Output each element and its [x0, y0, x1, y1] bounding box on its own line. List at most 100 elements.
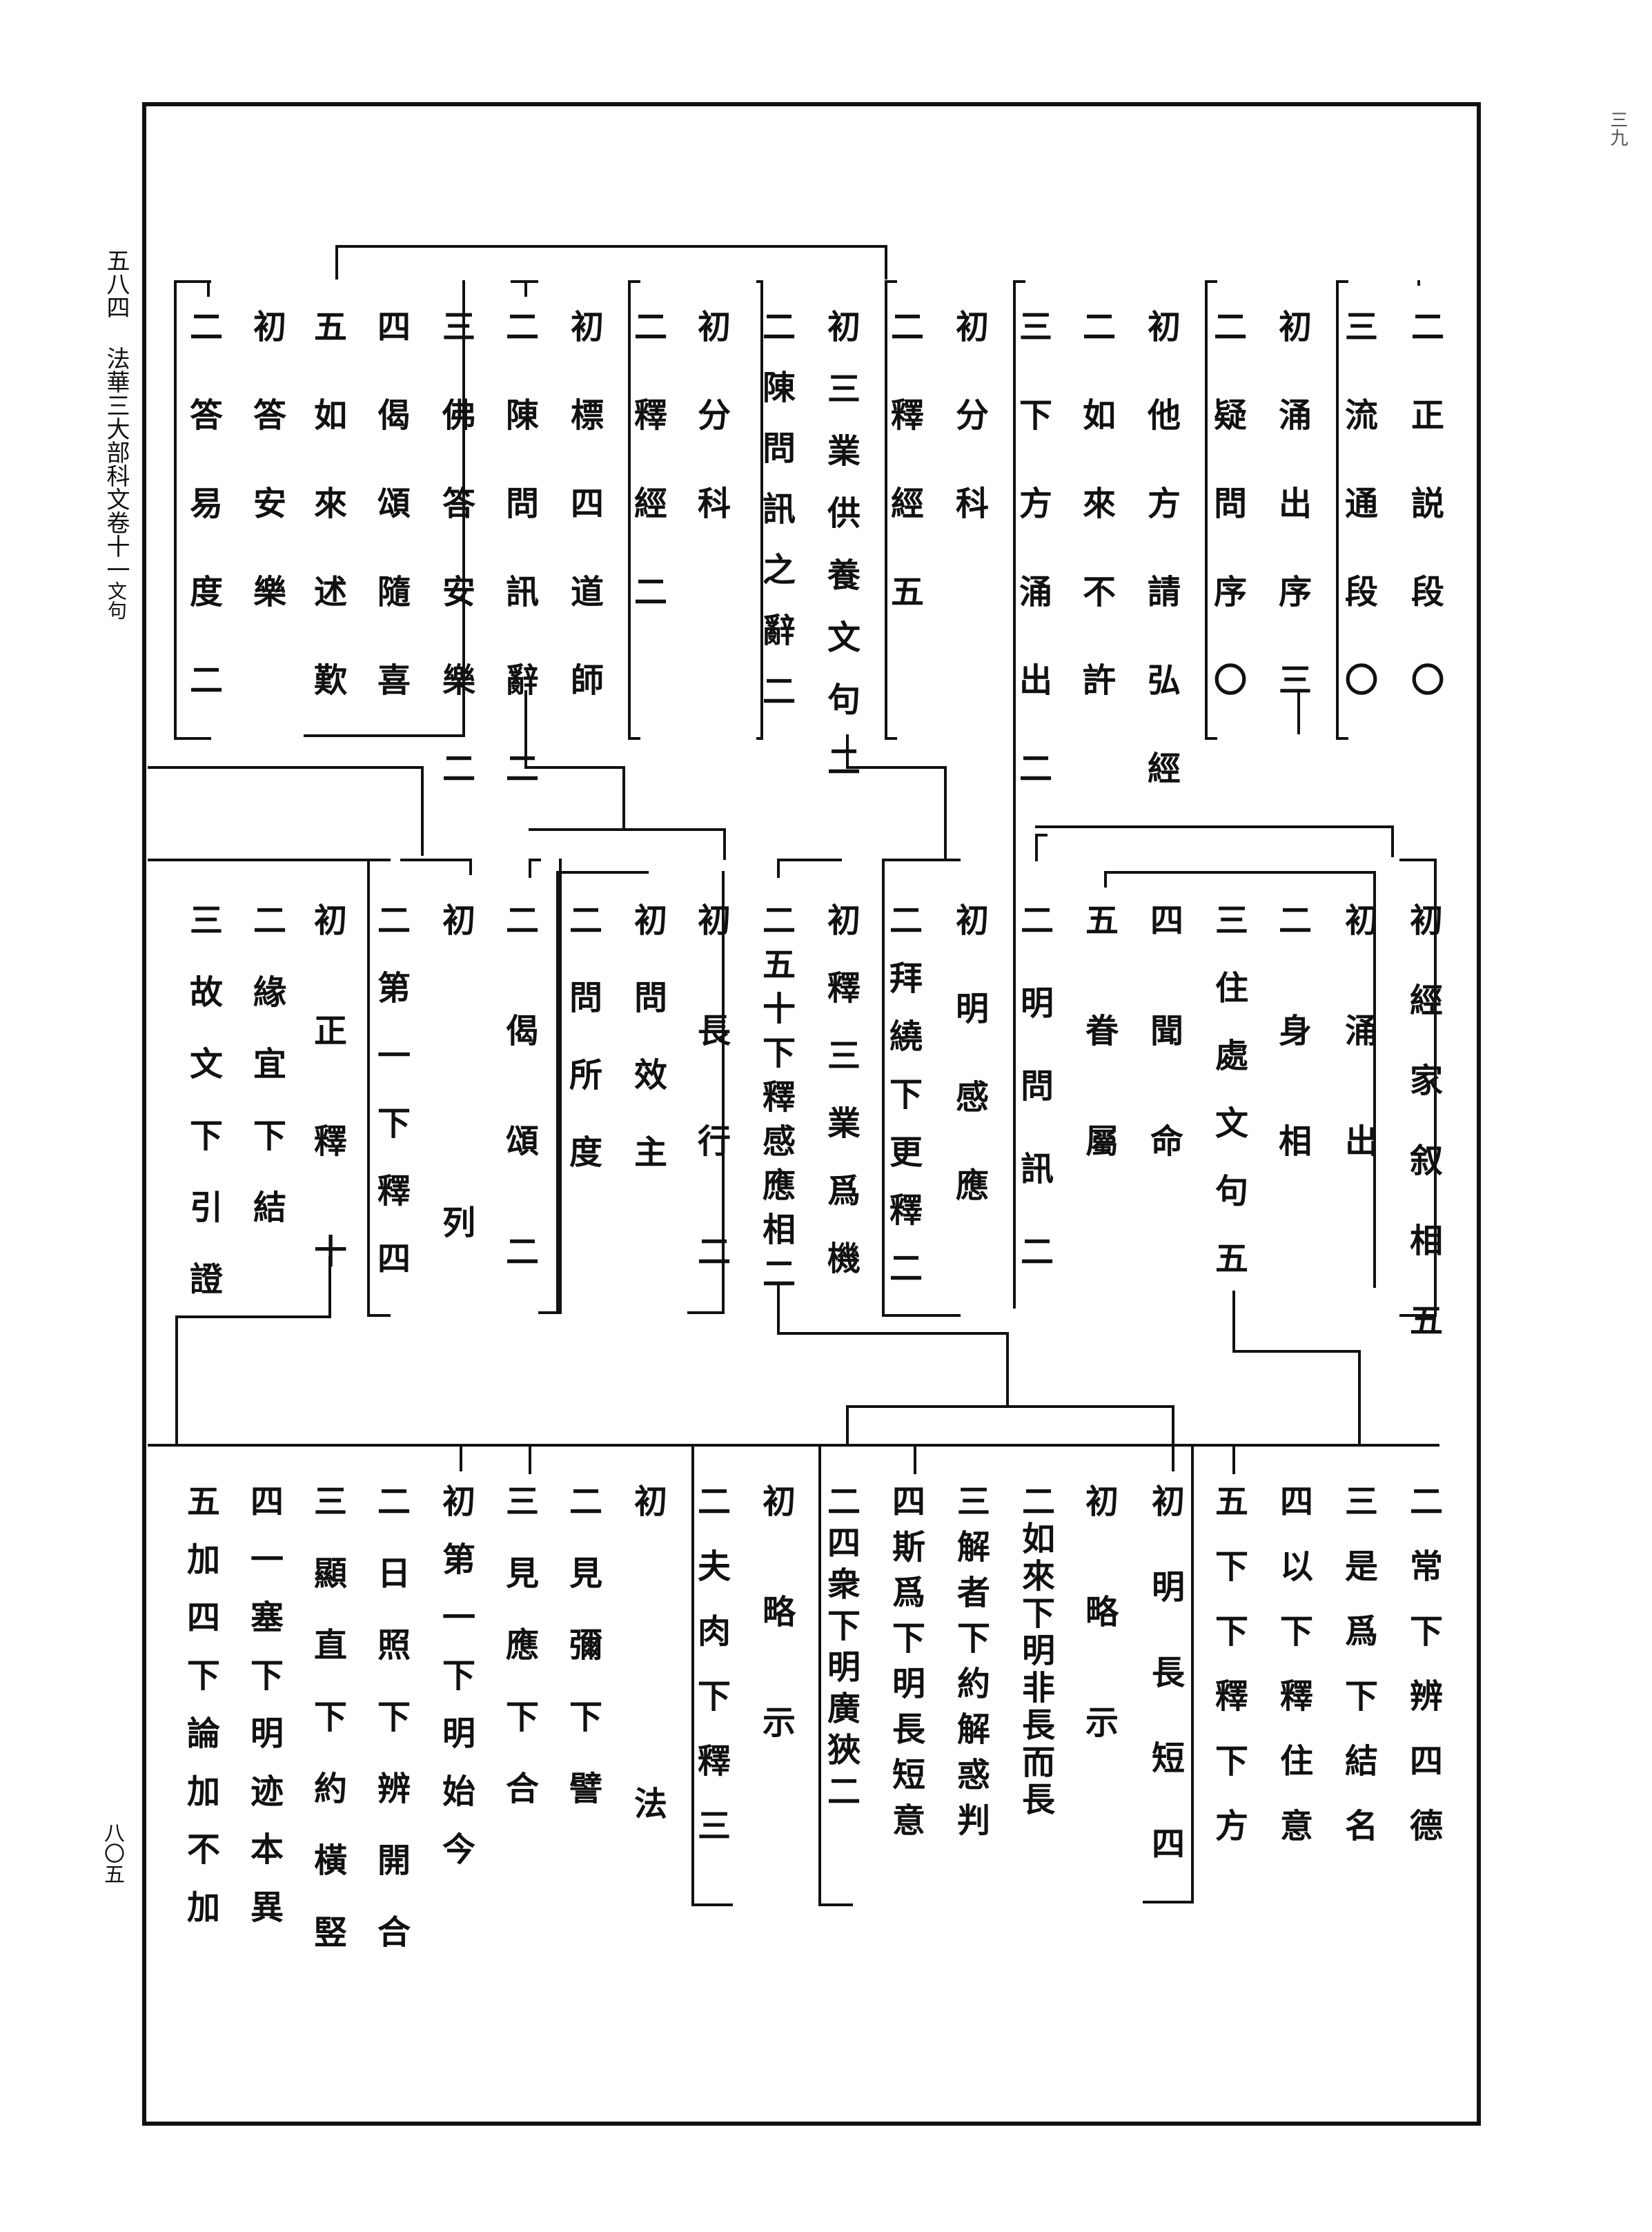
tier2-bracket-b: [1104, 871, 1376, 1288]
tier3-col-11: 初略示: [756, 1484, 795, 1815]
tier1-col-10: 初三業供養文句二: [821, 309, 860, 806]
conn3-b2: [846, 1405, 1174, 1408]
tier3-col-13: 初法: [628, 1484, 667, 2088]
section-label: 文句: [105, 581, 128, 620]
conn3-a: [1232, 1291, 1235, 1353]
tier3-col-6: 初略示: [1079, 1484, 1118, 1815]
tier2-col-2: 初涌出: [1339, 903, 1377, 1234]
tier1-col-12: 初分科: [691, 309, 730, 574]
tier2-hook-i: [175, 1315, 331, 1318]
page-frame: [142, 102, 1481, 2126]
tier1-col-18: 五如來述歎: [308, 309, 346, 751]
tier3-col-10: 二四衆下明廣狹二: [821, 1484, 860, 1815]
tier2-col-19: 二緣宜下結: [247, 903, 286, 1262]
tier2-col-16: 初列: [436, 903, 475, 1507]
tier1-bracket-i: [174, 280, 211, 740]
tier3-col-7: 二如來下明非長而長: [1016, 1484, 1054, 1819]
tier1-col-9: 二釋經五: [885, 309, 923, 663]
tier1-col-11: 二陳問訊之辭二: [756, 309, 795, 734]
tier1-bracket-c: [1205, 280, 1217, 740]
conn-c-drop: [622, 766, 625, 828]
tier2-col-6: 五眷屬: [1079, 903, 1118, 1234]
conn3-b2-l: [846, 1405, 849, 1444]
conn-b: [846, 734, 849, 769]
conn-a: [1035, 825, 1394, 828]
tier3-col-1: 二常下辨四德: [1404, 1484, 1442, 1873]
tier3-bracket-f: [529, 1444, 541, 1474]
tier1-col-13: 二釋經二: [628, 309, 667, 663]
tier2-bracket-g: [538, 859, 562, 1314]
page-number: 八〇五: [100, 1822, 124, 1884]
tier3-col-8: 三解者下約解惑判: [951, 1484, 990, 1848]
tier2-hook-i-drop: [175, 1315, 178, 1444]
conn-b-h: [846, 766, 947, 769]
tier1-col-7: 三下方涌出二: [1013, 309, 1052, 839]
tier1-drop-h: [524, 690, 527, 766]
tier2-bracket-e-drop: [777, 1284, 780, 1332]
tier1-col-20: 二答易度二: [184, 309, 222, 751]
conn-c2: [529, 828, 726, 831]
tier1-top-drop-right: [885, 245, 887, 280]
tier1-top-drop-left: [335, 245, 338, 280]
tier1-bracket-f: [756, 280, 763, 740]
tier3-col-5: 初明長短四: [1145, 1484, 1184, 1912]
tier1-col-8: 初分科: [950, 309, 988, 574]
volume-title-text: 五八四 法華三大部科文卷十一: [102, 248, 130, 581]
tier1-bracket-a: [1336, 280, 1348, 740]
tier2-col-15: 二偈頌二: [500, 903, 538, 1344]
tier1-drop-c: [1297, 690, 1300, 734]
tier2-bracket-a: [1399, 859, 1437, 1317]
conn3-row: [148, 1444, 1439, 1447]
tier2-col-3: 二身相: [1272, 903, 1311, 1234]
tier2-drop-i: [328, 1256, 331, 1315]
tier3-bracket-e: [691, 1444, 733, 1906]
tier2-bracket-d: [882, 859, 961, 1317]
tier2-bracket-h: [367, 859, 391, 1317]
conn-d-drop: [421, 766, 424, 856]
tier1-col-6: 二如來不許: [1076, 309, 1115, 751]
tier3-col-18: 三顯直下約橫竪: [308, 1484, 346, 1986]
tier1-spine-d: [1013, 280, 1016, 1309]
volume-title: 五八四 法華三大部科文卷十一文句: [99, 248, 133, 620]
tier3-col-16: 初第一下明始今: [436, 1484, 475, 1890]
conn3-b2-r: [1172, 1405, 1174, 1444]
tier3-col-9: 四斯爲下明長短意: [886, 1484, 925, 1848]
tier3-bracket-g: [460, 1444, 462, 1471]
tier3-col-2: 三是爲下結名: [1339, 1484, 1377, 1873]
conn-b-drop: [944, 766, 947, 860]
tier2-col-4: 三住處文句五: [1209, 903, 1248, 1309]
tier1-bracket-h-tick: [524, 280, 527, 297]
tier2-col-10: 初釋三業爲機: [821, 903, 860, 1309]
tier2-col-5: 四聞命: [1144, 903, 1183, 1234]
tier1-bracket-i-tick: [207, 280, 210, 297]
conn-c: [524, 766, 625, 769]
tier2-col-11: 二五十下釋感應相二: [756, 903, 795, 1300]
tier1-top-line: [335, 245, 887, 248]
tier2-col-13: 初問效主: [628, 903, 667, 1212]
tier3-bracket-b: [1143, 1444, 1194, 1903]
tier2-col-17: 二第一下釋四: [371, 903, 410, 1309]
tier2-col-14: 二問所度: [563, 903, 602, 1212]
tier1-col-2: 三流通段〇: [1339, 309, 1377, 751]
tier3-col-4: 五下下釋下方: [1209, 1484, 1248, 1873]
conn3-a-h: [1232, 1350, 1361, 1353]
tier2-col-8: 初明感應: [950, 903, 988, 1256]
tier2-bracket-e: [777, 859, 842, 878]
tier2-bracket-h-tick: [469, 859, 472, 875]
tier2-bracket-c: [1035, 834, 1048, 861]
tier3-col-17: 二日照下辨開合: [371, 1484, 410, 1986]
tier3-bracket-c-r: [1172, 1444, 1174, 1471]
tier1-col-1: 二正説段〇: [1405, 309, 1444, 751]
tier1-col-3: 初涌出序三: [1272, 309, 1311, 751]
tier3-bracket-d: [818, 1444, 853, 1906]
tier2-bracket-f: [556, 871, 649, 1314]
tier2-bracket-b-tick: [1104, 871, 1107, 888]
tier1-bracket-b: [1417, 280, 1420, 286]
conn-d2: [148, 859, 368, 861]
tier2-col-7: 二明問訊二: [1014, 903, 1053, 1317]
tier1-col-5: 初他方請弘經: [1141, 309, 1180, 839]
tier3-bracket-a: [1232, 1444, 1245, 1474]
tier1-bracket-e: [885, 280, 897, 740]
tier1-col-17: 四偈頌隨喜: [371, 309, 410, 751]
tier3-bracket-c: [914, 1444, 926, 1474]
